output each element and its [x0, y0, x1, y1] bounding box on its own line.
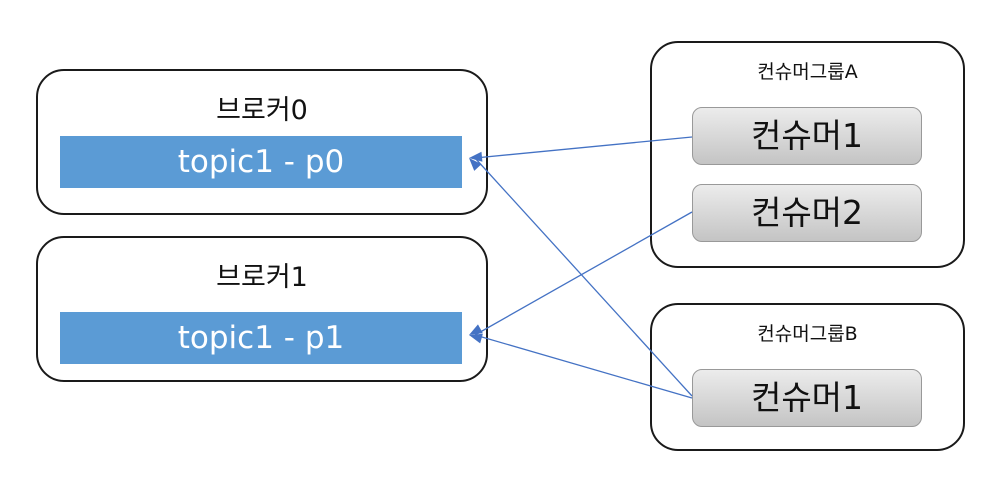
broker-1-box: 브로커1 topic1 - p1: [36, 236, 488, 382]
group-a-consumer-1: 컨슈머1: [692, 107, 922, 165]
consumer-group-b-title: 컨슈머그룹B: [757, 323, 858, 345]
group-b-consumer-1: 컨슈머1: [692, 369, 922, 427]
partition-topic1-p0: topic1 - p0: [60, 136, 462, 188]
group-a-consumer-2: 컨슈머2: [692, 184, 922, 242]
broker-0-box: 브로커0 topic1 - p0: [36, 69, 488, 215]
partition-topic1-p1: topic1 - p1: [60, 312, 462, 364]
consumer-group-b-box: 컨슈머그룹B 컨슈머1: [650, 303, 965, 451]
consumer-group-a-title: 컨슈머그룹A: [757, 61, 858, 83]
broker-0-title: 브로커0: [216, 95, 308, 126]
broker-1-title: 브로커1: [216, 262, 308, 293]
consumer-group-a-box: 컨슈머그룹A 컨슈머1 컨슈머2: [650, 41, 965, 268]
